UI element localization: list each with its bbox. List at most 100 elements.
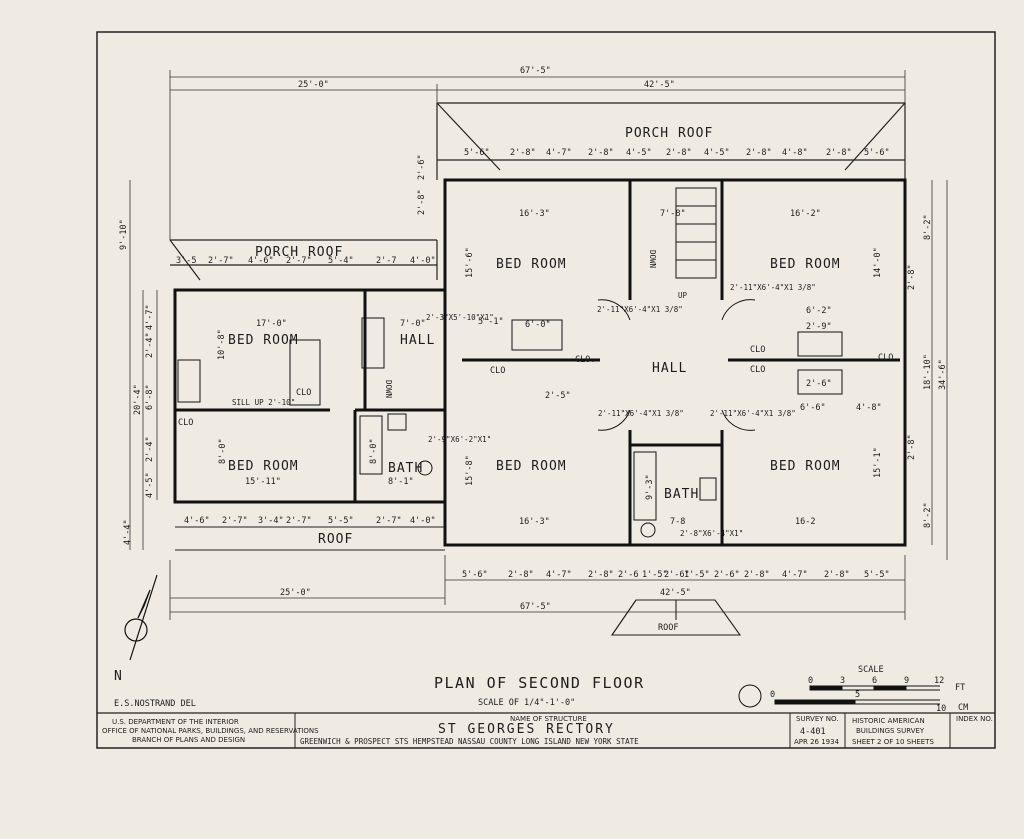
dim-right-v4: 2'-8" [907, 264, 917, 290]
svg-text:5'-6": 5'-6" [464, 148, 490, 158]
habs-line-2: BUILDINGS SURVEY [856, 727, 925, 735]
top-segment-dims: 5'-6" 2'-8" 4'-7" 2'-8" 4'-5" 2'-8" 4'-5… [464, 148, 890, 158]
clo-6: CLO [750, 365, 765, 375]
dim-clo-w1: 6'-0" [525, 320, 551, 330]
room-bed-sw: BED ROOM [228, 459, 299, 474]
survey-number: 4-401 [800, 727, 826, 737]
main-block-fixtures [511, 187, 843, 538]
west-wing-fill [177, 317, 433, 476]
svg-text:0: 0 [808, 676, 813, 686]
dim-right-v5: 2'-8" [907, 434, 917, 460]
svg-text:4'-8": 4'-8" [782, 148, 808, 158]
svg-text:2'-8"X6'-4"X1": 2'-8"X6'-4"X1" [680, 529, 743, 538]
dim-total-bottom: 67'-5" [520, 602, 551, 612]
dim-bath-c-w: 7-8 [670, 517, 685, 527]
dim-bed-cs-h: 15'-8" [465, 455, 475, 486]
porch-roof-left [169, 239, 438, 281]
dim-left-25: 25'-0" [298, 80, 329, 90]
dim-bed-es-w: 16-2 [795, 517, 815, 527]
dim-left-v7: 4'-4" [123, 519, 133, 545]
svg-text:1'-5": 1'-5" [684, 570, 710, 580]
clo-5: CLO [750, 345, 765, 355]
dim-left-v6: 4'-5" [145, 472, 155, 498]
north-label: N [114, 669, 123, 684]
svg-text:2'-7": 2'-7" [222, 516, 248, 526]
roof-bottom-label: ROOF [318, 532, 353, 547]
dim-right-v3: 8'-2" [923, 502, 933, 528]
dim-clo-w5: 6'-6" [800, 403, 826, 413]
svg-text:1'-5": 1'-5" [642, 570, 668, 580]
scale-label: SCALE [858, 665, 884, 675]
dim-bed-sw-w: 15'-11" [245, 477, 281, 487]
scale-bar [738, 684, 940, 708]
svg-text:5'-5": 5'-5" [864, 570, 890, 580]
dim-bed-cn-w: 16'-3" [519, 209, 550, 219]
agency-line-2: OFFICE OF NATIONAL PARKS, BUILDINGS, AND… [102, 727, 319, 735]
svg-text:2'-8": 2'-8" [826, 148, 852, 158]
dim-bottom-42: 42'-5" [660, 588, 691, 598]
svg-text:4'-7": 4'-7" [546, 570, 572, 580]
dim-clo-w4: 2'-6" [806, 379, 832, 389]
sheet-border [96, 31, 996, 749]
sheet-number: SHEET 2 OF 10 SHEETS [852, 738, 934, 746]
dim-clo-w6: 4'-8" [856, 403, 882, 413]
dim-right-42: 42'-5" [644, 80, 675, 90]
dim-bath-w-h: 8'-0" [369, 438, 379, 464]
svg-text:4'-6": 4'-6" [248, 256, 274, 266]
plan-scale: SCALE OF 1/4"-1'-0" [478, 698, 575, 708]
dim-left-v0: 9'-10" [119, 219, 129, 250]
scale-ft-ticks: 0 3 6 9 12 [808, 676, 944, 686]
dim-bed-en-w: 16'-2" [790, 209, 821, 219]
main-block-walls [443, 178, 907, 547]
dim-clo-w3: 2'-9" [806, 322, 832, 332]
dim-total-top: 67'-5" [520, 66, 551, 76]
svg-text:2'-8": 2'-8" [746, 148, 772, 158]
room-bed-cs: BED ROOM [496, 459, 567, 474]
svg-text:2'-11"X6'-4"X1 3/8": 2'-11"X6'-4"X1 3/8" [710, 409, 796, 418]
svg-text:9: 9 [904, 676, 909, 686]
dim-hall-c-w: 7'-8" [660, 209, 686, 219]
svg-text:4'-0": 4'-0" [410, 256, 436, 266]
door-w-2: 2'-9"X6'-2"X1" [428, 435, 491, 444]
survey-label: SURVEY NO. [796, 715, 838, 723]
room-bed-en: BED ROOM [770, 257, 841, 272]
dim-bed-cn-h: 15'-6" [465, 247, 475, 278]
delineator: E.S.NOSTRAND DEL [114, 699, 196, 709]
porch-roof-top-label: PORCH ROOF [625, 126, 713, 141]
svg-text:5'-6": 5'-6" [864, 148, 890, 158]
stair-down-w: DOWN [384, 380, 393, 398]
svg-text:2'-8": 2'-8" [744, 570, 770, 580]
roof-porch-bottom [610, 599, 742, 636]
porch-roof-top [436, 102, 906, 180]
sill-note: SILL UP 2'-10" [232, 398, 295, 407]
room-hall-w: HALL [400, 333, 435, 348]
dim-left-v1: 4'-7" [145, 304, 155, 330]
svg-text:5'-6": 5'-6" [462, 570, 488, 580]
room-bath-c: BATH [664, 487, 699, 502]
north-arrow [124, 574, 158, 661]
dim-bed-en-h: 14'-0" [873, 247, 883, 278]
svg-text:2'-8": 2'-8" [824, 570, 850, 580]
clo-1: CLO [296, 388, 311, 398]
scale-cm-ticks: 0 5 10 [770, 690, 946, 714]
svg-text:2'-11"X6'-4"X1 3/8": 2'-11"X6'-4"X1 3/8" [598, 409, 684, 418]
room-hall-c: HALL [652, 361, 687, 376]
dim-bed-es-h: 15'-1" [873, 447, 883, 478]
left-top-segment-dims: 3'-5 2'-7" 4'-6" 2'-7" 5'-4" 2'-7 4'-0" [176, 256, 436, 266]
svg-text:2'-6": 2'-6" [714, 570, 740, 580]
bottom-dimensions [169, 555, 906, 620]
dim-hall-w: 7'-0" [400, 319, 426, 329]
room-bed-cn: BED ROOM [496, 257, 567, 272]
habs-line-1: HISTORIC AMERICAN [852, 717, 925, 725]
structure-name: ST GEORGES RECTORY [438, 722, 615, 737]
room-bed-es: BED ROOM [770, 459, 841, 474]
svg-text:2'-7": 2'-7" [208, 256, 234, 266]
survey-date: APR 26 1934 [794, 738, 840, 746]
room-bed-nw: BED ROOM [228, 333, 299, 348]
right-vertical-dims [931, 180, 948, 560]
clo-7: CLO [878, 353, 893, 363]
svg-text:2'-7": 2'-7" [376, 516, 402, 526]
svg-text:2'-6: 2'-6 [618, 570, 638, 580]
